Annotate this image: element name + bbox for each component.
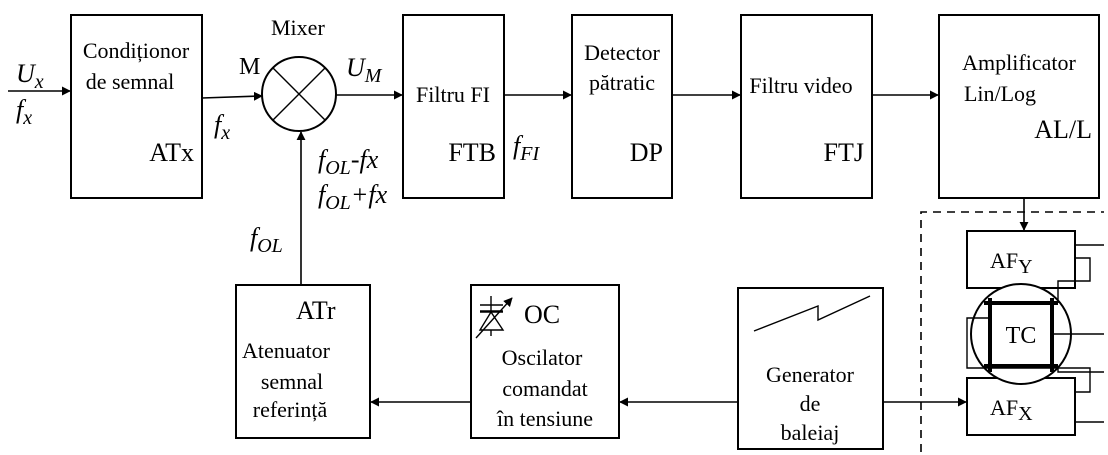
mixer-code: M: [239, 54, 260, 80]
video-filter-label: Filtru video: [749, 73, 852, 98]
attenuator-label-3: referință: [253, 397, 328, 422]
sweep-label-2: de: [800, 391, 821, 416]
detector-code: DP: [630, 138, 663, 167]
vco-label-1: Oscilator: [502, 345, 583, 370]
fol-label: fOL: [250, 223, 283, 257]
ffi-label: fFI: [513, 131, 540, 165]
if-filter-code: FTB: [448, 138, 496, 167]
attenuator-label-2: semnal: [261, 369, 323, 394]
input-signal-labels: Ux fx: [16, 59, 44, 129]
conditioner-label-1: Condiționor: [83, 38, 190, 63]
conditioner-to-mixer-arrow: [201, 91, 263, 101]
afy-label: AFY: [990, 248, 1033, 278]
vertical-deflection-amplifier-block: AFY: [966, 230, 1076, 289]
video-filter-block: Filtru video FTJ: [740, 14, 873, 199]
video-filter-code: FTJ: [824, 138, 864, 167]
lin-log-amplifier-block: Amplificator Lin/Log AL/L: [938, 14, 1100, 199]
fol-minus-fx-label: fOL-fx: [318, 145, 379, 179]
voltage-controlled-oscillator-block: OC Oscilator comandat în tensiune: [470, 284, 620, 439]
fx-mid-label: fx: [214, 110, 230, 144]
reference-attenuator-block: ATr Atenuator semnal referință: [235, 284, 371, 439]
mixer-title: Mixer: [271, 15, 325, 40]
crt-label: TC: [1006, 323, 1037, 349]
amplifier-code: AL/L: [1034, 115, 1092, 144]
if-filter-label: Filtru FI: [416, 82, 490, 107]
vco-label-3: în tensiune: [496, 406, 593, 431]
vco-label-2: comandat: [502, 376, 588, 401]
attenuator-label-1: Atenuator: [242, 338, 331, 363]
horizontal-deflection-amplifier-block: AFX: [966, 377, 1076, 436]
fol-plus-fx-label: fOL+fx: [318, 180, 388, 214]
signal-conditioner-block: Condiționor de semnal ATx: [70, 14, 203, 199]
square-law-detector-block: Detector pătratic DP: [571, 14, 673, 199]
sweep-label-3: baleiaj: [781, 420, 840, 445]
conditioner-code: ATx: [149, 138, 194, 167]
deflection-wiring: [966, 244, 1104, 423]
if-filter-block: Filtru FI FTB: [402, 14, 505, 199]
cathode-ray-tube: TC: [970, 283, 1072, 385]
vco-code: OC: [524, 300, 560, 329]
varicap-diode-icon: [475, 296, 513, 339]
input-fx-label: fx: [16, 95, 32, 129]
um-label: UM: [346, 53, 383, 87]
attenuator-code: ATr: [296, 296, 336, 325]
afx-label: AFX: [990, 395, 1033, 425]
conditioner-label-2: de semnal: [86, 69, 175, 94]
display-section-boundary: [920, 211, 1104, 452]
input-ux-label: Ux: [16, 59, 44, 93]
sweep-label-1: Generator: [766, 362, 855, 387]
detector-label-2: pătratic: [589, 70, 655, 95]
amplifier-label-1: Amplificator: [962, 50, 1076, 75]
detector-label-1: Detector: [584, 40, 660, 65]
sawtooth-icon: [753, 295, 871, 332]
sweep-generator-block: Generator de baleiaj: [737, 287, 884, 450]
amplifier-label-2: Lin/Log: [964, 81, 1036, 106]
mixer-block: Mixer M: [239, 15, 337, 132]
